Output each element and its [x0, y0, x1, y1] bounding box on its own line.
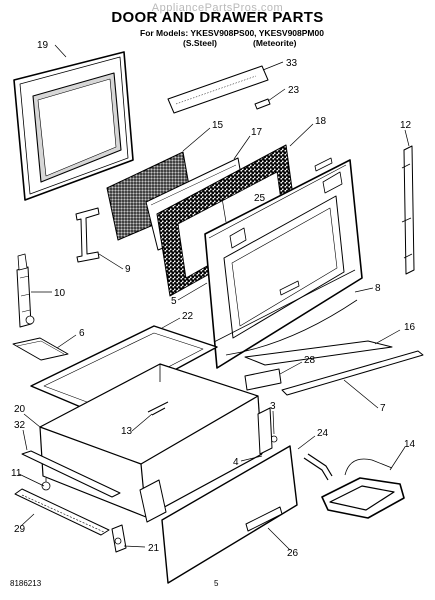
callout-28: 28 [304, 355, 316, 366]
drawer-rail [14, 488, 110, 536]
model-finish-1: (S.Steel) [183, 38, 218, 48]
door-hinge [16, 253, 35, 328]
callout-8: 8 [375, 283, 381, 294]
callout-17: 17 [251, 127, 263, 138]
drawer-trim-small [12, 337, 69, 361]
callout-14: 14 [404, 439, 416, 450]
model-info: For Models: YKESV908PS00, YKESV908PM00 (… [140, 28, 324, 48]
inner-door-panel [13, 51, 134, 201]
callout-7: 7 [380, 403, 386, 414]
leader-lines [18, 44, 410, 551]
callout-20: 20 [14, 404, 26, 415]
callout-12: 12 [400, 120, 412, 131]
bake-element [303, 453, 405, 519]
document-number: 8186213 [10, 579, 42, 588]
callout-29: 29 [14, 524, 26, 535]
callout-23: 23 [288, 85, 300, 96]
callout-19: 19 [37, 40, 49, 51]
callout-25: 25 [254, 193, 266, 204]
callout-3: 3 [270, 401, 276, 412]
door-support-bracket [75, 207, 100, 263]
callout-16: 16 [404, 322, 416, 333]
callout-33: 33 [286, 58, 298, 69]
page-number: 5 [214, 579, 219, 588]
model-number-2: YKESV908PM00 [258, 28, 324, 38]
callout-13: 13 [121, 426, 133, 437]
outer-oven-door [204, 157, 363, 369]
drawer-front-trim [21, 450, 121, 498]
callout-18: 18 [315, 116, 327, 127]
drawer-roller [41, 478, 51, 491]
callout-11: 11 [11, 468, 22, 479]
callout-5: 5 [171, 296, 177, 307]
door-bottom-trim [281, 350, 424, 396]
callout-22: 22 [182, 311, 194, 322]
callout-labels: 19 33 23 15 17 18 12 25 9 10 5 8 6 22 16… [11, 40, 416, 559]
clip-part [254, 98, 271, 110]
callout-10: 10 [54, 288, 66, 299]
model-finish-2: (Meteorite) [253, 38, 297, 48]
door-hinge-bracket [401, 145, 415, 275]
drawer-frame [30, 325, 218, 414]
seal-strip [244, 368, 282, 391]
vent-trim [167, 65, 269, 114]
callout-15: 15 [212, 120, 224, 131]
models-prefix: For Models: [140, 28, 189, 38]
callout-6: 6 [79, 328, 85, 339]
callout-4: 4 [233, 457, 239, 468]
page-title: DOOR AND DRAWER PARTS [111, 9, 324, 26]
model-number-1: YKESV908PS00, [190, 28, 257, 38]
drawer-front-panel [161, 445, 298, 584]
drawer-handle [245, 506, 283, 532]
callout-26: 26 [287, 548, 299, 559]
callout-32: 32 [14, 420, 26, 431]
drawer-slides [139, 407, 273, 523]
callout-21: 21 [148, 543, 160, 554]
callout-9: 9 [125, 264, 131, 275]
roller-bracket [111, 524, 127, 553]
callout-24: 24 [317, 428, 329, 439]
watermark: AppliancePartsPros.com [151, 2, 284, 14]
door-trim-strip [244, 340, 393, 366]
